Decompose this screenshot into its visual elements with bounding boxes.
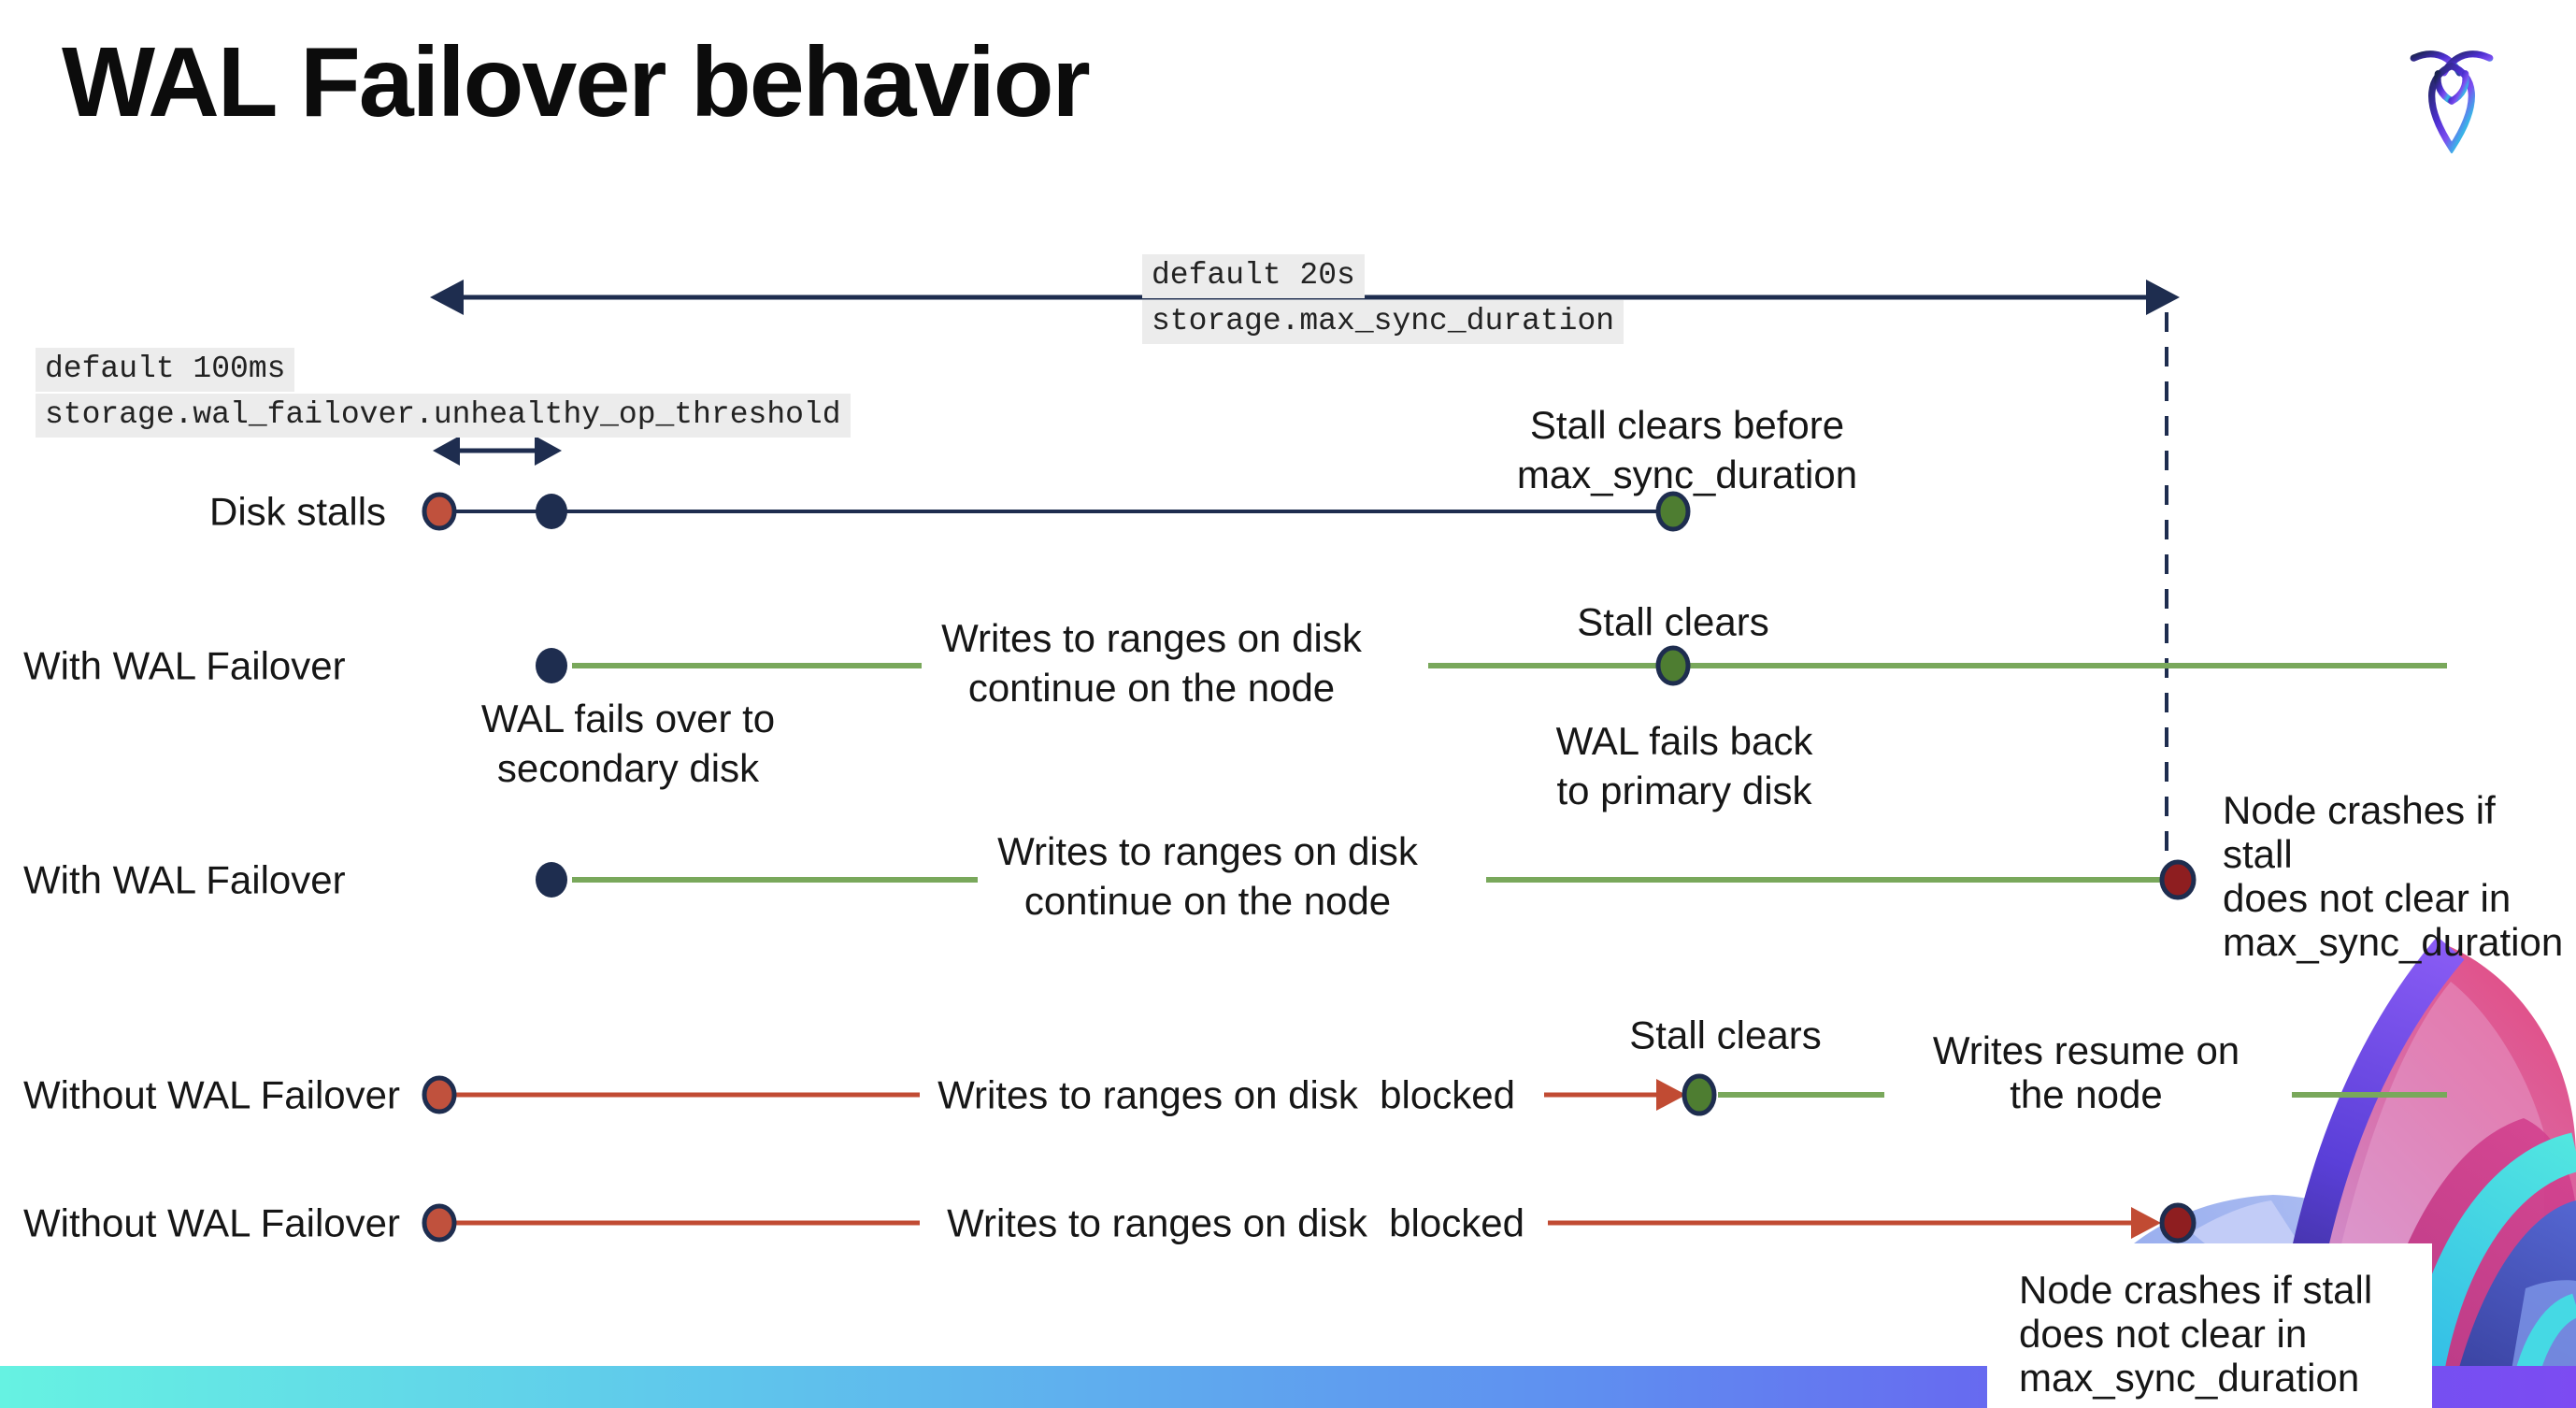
writes-continue-note-2: Writes to ranges on disk continue on the…	[997, 829, 1418, 923]
writes-blocked-note-1: Writes to ranges on disk blocked	[937, 1072, 1515, 1117]
writes-continue-note-1: Writes to ranges on disk continue on the…	[941, 616, 1362, 710]
writes-blocked-note-2: Writes to ranges on disk blocked	[947, 1200, 1524, 1245]
stall-start-dot	[422, 1203, 457, 1243]
failover-dot	[536, 648, 567, 683]
arrowhead-right-icon	[2146, 280, 2180, 315]
max-sync-duration-label: default 20s storage.max_sync_duration	[1142, 254, 1624, 346]
page-title: WAL Failover behavior	[62, 27, 1091, 137]
stall-clears-dot	[1655, 645, 1691, 686]
wal-fails-over-note: WAL fails over to secondary disk	[480, 697, 776, 790]
unhealthy-op-threshold-label: default 100ms storage.wal_failover.unhea…	[36, 348, 851, 439]
row-label-without-wal-failover-2: Without WAL Failover	[23, 1200, 400, 1245]
row-label-without-wal-failover-1: Without WAL Failover	[23, 1072, 400, 1117]
node-crash-dot	[2159, 1202, 2197, 1243]
max-sync-setting-name: storage.max_sync_duration	[1142, 300, 1624, 344]
row-label-with-wal-failover-1: With WAL Failover	[23, 643, 346, 688]
stall-clears-note-2: Stall clears	[1629, 1013, 1822, 1057]
arrowhead-right-icon	[1656, 1079, 1686, 1111]
arrowhead-left-icon	[430, 280, 464, 315]
threshold-dot	[536, 494, 567, 529]
row-label-with-wal-failover-2: With WAL Failover	[23, 857, 346, 902]
arrowhead-left-icon	[433, 436, 460, 466]
threshold-default-value: default 100ms	[36, 348, 295, 392]
stall-clears-note-1: Stall clears	[1577, 599, 1769, 644]
node-crash-dot	[2159, 859, 2197, 900]
threshold-setting-name: storage.wal_failover.unhealthy_op_thresh…	[36, 394, 851, 438]
failover-dot	[536, 862, 567, 898]
arrowhead-right-icon	[535, 436, 562, 466]
arrowhead-right-icon	[2131, 1207, 2161, 1239]
cockroachdb-logo-icon	[2410, 50, 2494, 153]
stall-clears-before-note: Stall clears before max_sync_duration	[1516, 403, 1858, 496]
max-sync-default-value: default 20s	[1142, 254, 1365, 298]
wal-fails-back-note: WAL fails back to primary disk	[1555, 719, 1813, 812]
row-label-disk-stalls: Disk stalls	[209, 489, 387, 534]
without-failover-crash-note: Node crashes if stall does not clear in …	[2019, 1268, 2373, 1400]
node-crash-note-1: Node crashes if stall does not clear in …	[2223, 788, 2564, 964]
writes-resume-note: Writes resume on the node	[1932, 1028, 2240, 1116]
stall-start-dot	[422, 492, 457, 531]
crash-callout-box: Node crashes if stall does not clear in …	[1987, 1243, 2432, 1408]
stall-start-dot	[422, 1075, 457, 1114]
stall-clears-dot	[1682, 1073, 1717, 1116]
stall-clears-dot	[1655, 491, 1691, 532]
